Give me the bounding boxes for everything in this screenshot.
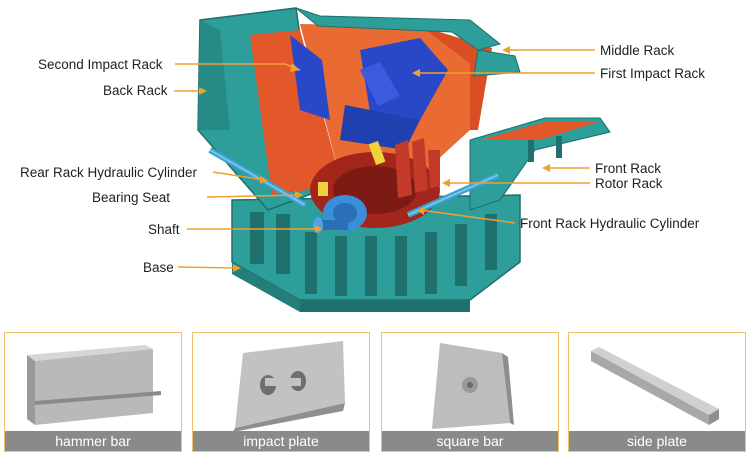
impact-racks (290, 35, 448, 150)
square-bar-image (432, 343, 514, 429)
side-plate-image (591, 347, 719, 425)
label-front-rack-hydraulic-cylinder: Front Rack Hydraulic Cylinder (520, 216, 700, 231)
part-panel-impact-plate: impact plate (192, 332, 370, 452)
caption-impact-plate: impact plate (193, 431, 369, 451)
impact-plate-image (233, 341, 345, 432)
front-rack (469, 117, 611, 211)
hammer-bar-image (27, 345, 162, 425)
label-middle-rack: Middle Rack (600, 43, 675, 58)
impact-crusher-diagram: Second Impact Rack Back Rack Rear Rack H… (20, 7, 705, 312)
bearing-shaft (313, 195, 367, 233)
label-back-rack: Back Rack (103, 83, 168, 98)
label-first-impact-rack: First Impact Rack (600, 66, 705, 81)
label-shaft: Shaft (148, 222, 180, 237)
label-front-rack: Front Rack (595, 161, 661, 176)
machine-base (231, 194, 521, 312)
part-panel-square-bar: square bar (381, 332, 559, 452)
top-cover (295, 7, 521, 77)
label-base: Base (143, 260, 174, 275)
label-rotor-rack: Rotor Rack (595, 176, 663, 191)
caption-hammer-bar: hammer bar (5, 431, 181, 451)
label-rear-rack-hydraulic-cylinder: Rear Rack Hydraulic Cylinder (20, 165, 198, 180)
leader-arrowheads (199, 46, 550, 272)
label-second-impact-rack: Second Impact Rack (38, 57, 163, 72)
label-bearing-seat: Bearing Seat (92, 190, 170, 205)
part-panel-side-plate: side plate (568, 332, 746, 452)
caption-side-plate: side plate (569, 431, 745, 451)
caption-square-bar: square bar (382, 431, 558, 451)
part-panel-hammer-bar: hammer bar (4, 332, 182, 452)
